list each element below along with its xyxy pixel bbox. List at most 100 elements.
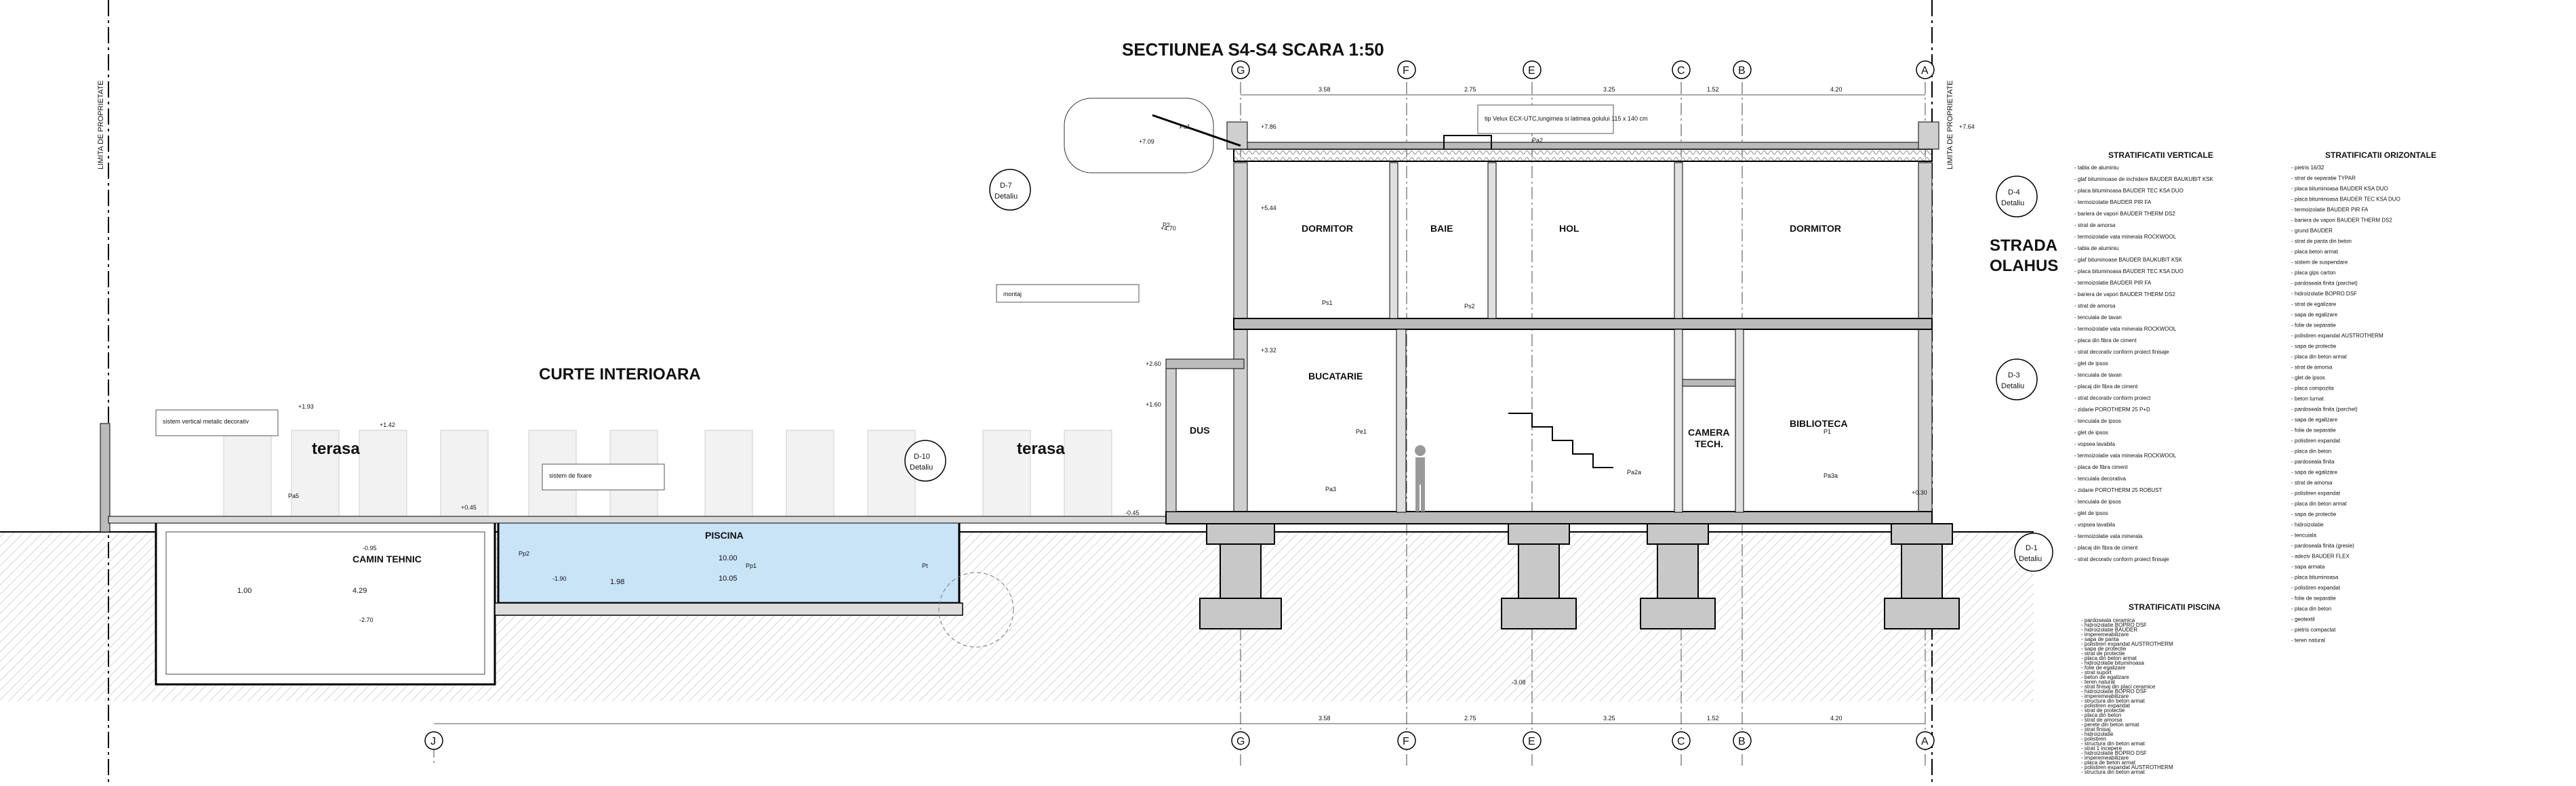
stratificatii-verticale-row: - placa din fibra de ciment (2074, 337, 2137, 344)
stratificatii-orizontale-row: - sapa de egalizare (2291, 470, 2338, 476)
stratificatii-orizontale-row: - folie de separatie (2291, 323, 2336, 329)
room-baie: BAIE (1430, 223, 1453, 234)
stratificatii-orizontale-row: - placa beton armat (2291, 249, 2339, 255)
stratificatii-verticale-row: - glaf bituminoase de inchidere BAUDER B… (2074, 176, 2213, 182)
stratificatii-piscina-row: - teren natural (2081, 679, 2115, 685)
stratificatii-orizontale-row: - hidroizolatie BOPRO DSF (2291, 291, 2357, 297)
stratificatii-piscina-row: - structura din beton armat (2081, 698, 2146, 704)
svg-text:-0.95: -0.95 (363, 545, 377, 552)
top-dimension-line: 3.58 2.75 3.25 1.52 4.20 (1241, 86, 1925, 96)
stratificatii-verticale-row: - bariera de vapori BAUDER THERM DS2 (2074, 291, 2175, 297)
svg-text:+0.30: +0.30 (1912, 489, 1927, 496)
svg-text:3.58: 3.58 (1319, 86, 1331, 93)
stratificatii-orizontale-row: - polistiren expandat (2291, 438, 2341, 444)
courtyard-pavement (108, 516, 1234, 524)
svg-text:+7.09: +7.09 (1139, 138, 1154, 145)
stratificatii-verticale-row: - termoizolatie BAUDER PIR FA (2074, 199, 2152, 205)
stratificatii-piscina-row: - hidroizolatie bituminoasa (2081, 660, 2144, 666)
stratificatii-verticale-row: - tencuiala de ipsos (2074, 499, 2121, 505)
svg-text:Pa2: Pa2 (1532, 137, 1543, 144)
stratificatii-orizontale-row: - sapa de egalizare (2291, 312, 2338, 318)
stratificatii-orizontale-row: - polistiren expandat (2291, 585, 2341, 591)
svg-text:3.25: 3.25 (1603, 86, 1615, 93)
stratificatii-piscina-row: - imperemeabilizare (2081, 632, 2129, 638)
stratificatii-orizontale: STRATIFICATII ORIZONTALE - pietris 16/32… (2291, 150, 2436, 644)
stratificatii-piscina-row: - strat 1 incepere (2081, 745, 2122, 751)
stratificatii-orizontale-row: - teren natural (2291, 638, 2325, 644)
svg-text:Pa1: Pa1 (1180, 123, 1190, 130)
stratificatii-orizontale-row: - strat de amorsa (2291, 365, 2333, 371)
foundations (1199, 523, 1960, 629)
stratificatii-piscina-row: - structura din beton armat (2081, 741, 2146, 747)
stratificatii-piscina-row: - folie de egalizare (2081, 665, 2126, 671)
svg-text:Detaliu: Detaliu (2001, 382, 2024, 390)
svg-text:D-3: D-3 (2008, 371, 2020, 379)
stratificatii-verticale-row: - tabla de aluminiu (2074, 165, 2118, 171)
stratificatii-orizontale-row: - sapa de protectie (2291, 344, 2337, 350)
svg-text:B: B (1738, 736, 1746, 747)
svg-text:C: C (1677, 65, 1685, 77)
stratificatii-piscina-row: - sapa de panta (2081, 636, 2119, 642)
detail-callout-d1: D-1 Detaliu (2014, 533, 2053, 572)
svg-text:D-10: D-10 (914, 453, 930, 461)
svg-text:3.58: 3.58 (1319, 715, 1331, 722)
stratificatii-piscina-row: - strat de protectie (2081, 650, 2125, 657)
svg-text:G: G (1236, 736, 1245, 747)
stratificatii-verticale-row: - tencuiala de ipsos (2074, 418, 2121, 424)
stratificatii-orizontale-row: - placa bituminoasa (2291, 575, 2339, 581)
stratificatii-piscina-row: - strat de amorsa (2081, 717, 2122, 723)
svg-text:B: B (1738, 65, 1746, 77)
stratificatii-piscina-row: - hidroizolatie BOPRO DSF (2081, 622, 2147, 628)
stratificatii-orizontale-row: - folie de separatie (2291, 596, 2336, 602)
detail-callout-d3: D-3 Detaliu (1996, 358, 2038, 400)
svg-text:+1.60: +1.60 (1146, 401, 1161, 408)
stratificatii-piscina-row: - strat finisaj din placi ceramice (2081, 684, 2156, 690)
detail-callout-d4: D-4 Detaliu (1996, 175, 2038, 218)
svg-text:D-1: D-1 (2026, 544, 2038, 552)
svg-text:F: F (1403, 65, 1409, 77)
stratificatii-orizontale-row: - placa compozita (2291, 386, 2334, 392)
house-structure (1165, 121, 1939, 524)
stratificatii-piscina-row: - hidroizolatie BAUDER (2081, 627, 2137, 633)
stratificatii-verticale-row: - placa bituminoasa BAUDER TEC KSA DUO (2074, 268, 2183, 274)
room-camera-tech-1: CAMERA (1688, 427, 1729, 438)
room-hol: HOL (1559, 223, 1579, 234)
stratificatii-verticale-row: - glet de ipsos (2074, 510, 2108, 516)
svg-text:10.05: 10.05 (719, 575, 738, 583)
terrace-label-left: terasa (312, 440, 360, 458)
stratificatii-orizontale-row: - pietris compactat (2291, 627, 2336, 633)
stratificatii-verticale-row: - strat decorativ conform proiect finisa… (2074, 556, 2169, 562)
stratificatii-piscina-row: - strat suport (2081, 669, 2112, 676)
stratificatii-piscina-row: - strat de protectie (2081, 707, 2125, 713)
svg-text:sistem de fixare: sistem de fixare (549, 472, 592, 479)
room-dormitor-left: DORMITOR (1302, 223, 1353, 234)
stratificatii-verticale-row: - placa bituminoasa BAUDER TEC KSA DUO (2074, 188, 2183, 194)
svg-text:Detaliu: Detaliu (2001, 199, 2024, 207)
svg-text:+7.64: +7.64 (1959, 123, 1975, 130)
stratificatii-piscina-row: - placa din beton armat (2081, 655, 2137, 661)
street-label-1: STRADA (1990, 236, 2057, 255)
stratificatii-verticale-row: - vopsea lavabila (2074, 441, 2116, 447)
svg-text:+3.32: +3.32 (1261, 347, 1276, 354)
svg-text:+5.44: +5.44 (1261, 205, 1276, 211)
stratificatii-verticale-row: - glaf bituminoase BAUDER BAUKUBIT KSK (2074, 257, 2183, 263)
stratificatii-verticale: STRATIFICATII VERTICALE - tabla de alumi… (2074, 150, 2213, 562)
stratificatii-orizontale-row: - polistiren expandat (2291, 491, 2341, 497)
svg-text:+0.45: +0.45 (461, 504, 477, 511)
svg-text:F: F (1403, 736, 1409, 747)
stratificatii-verticale-row: - glet de ipsos (2074, 360, 2108, 367)
svg-text:4.29: 4.29 (353, 587, 367, 595)
stratificatii-verticale-row: - tencuiala de tavan (2074, 372, 2122, 378)
courtyard-fence (223, 430, 1112, 519)
stratificatii-orizontale-row: - beton turnat (2291, 396, 2324, 402)
stratificatii-orizontale-row: - sapa de egalizare (2291, 417, 2338, 423)
stratificatii-verticale-row: - strat de amorsa (2074, 222, 2116, 228)
svg-text:-1.90: -1.90 (552, 575, 567, 582)
svg-text:2.75: 2.75 (1464, 86, 1476, 93)
svg-text:Pt: Pt (922, 562, 928, 569)
stratificatii-verticale-row: - termoizolatie vata minerala (2074, 533, 2143, 539)
stratificatii-orizontale-row: - grund BAUDER (2291, 228, 2333, 234)
stratificatii-verticale-row: - tencuiala decorativa (2074, 476, 2127, 482)
svg-text:LIMITA DE PROPRIETATE: LIMITA DE PROPRIETATE (97, 81, 105, 169)
stratificatii-verticale-row: - termoizolatie vata minerala ROCKWOOL (2074, 234, 2177, 240)
